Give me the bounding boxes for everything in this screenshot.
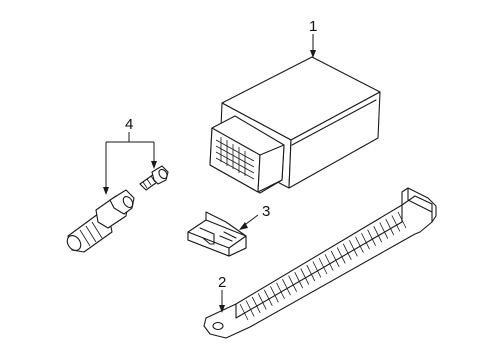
cable-strap xyxy=(203,187,437,339)
sensor-valve-stem xyxy=(66,189,135,253)
screw xyxy=(139,165,169,191)
control-module xyxy=(209,56,381,194)
callout-4: 4 xyxy=(125,116,133,133)
callout-2: 2 xyxy=(218,274,226,291)
callout-1: 1 xyxy=(309,18,317,35)
callout-3: 3 xyxy=(262,203,270,220)
leader-lines xyxy=(103,34,316,313)
retaining-clip xyxy=(187,211,247,257)
